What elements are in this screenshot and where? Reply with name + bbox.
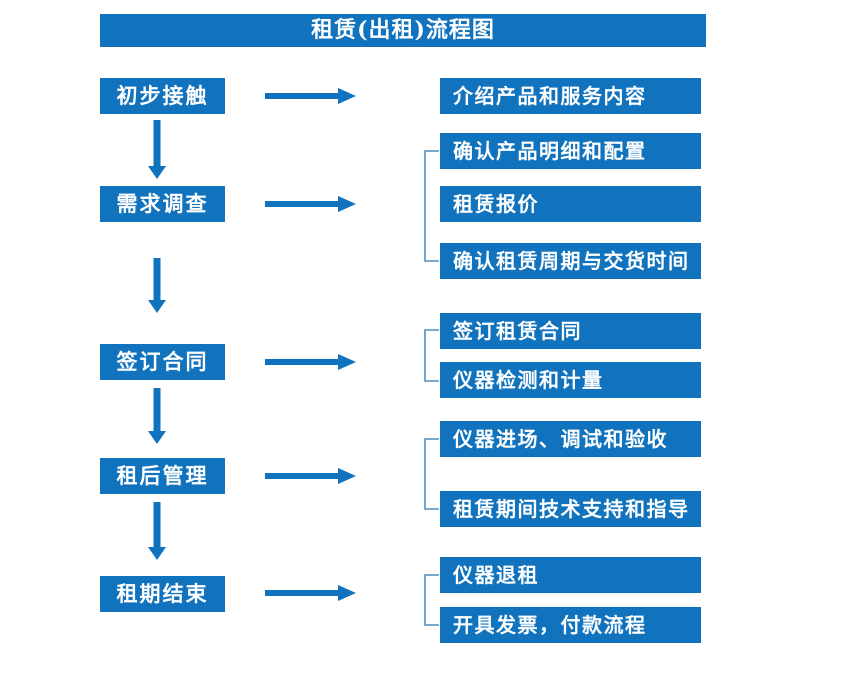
group-bracket: [424, 574, 439, 626]
right-arrow-icon: [265, 354, 356, 370]
step-box-demand-survey: 需求调查: [100, 186, 225, 222]
detail-box: 确认产品明细和配置: [440, 133, 701, 169]
step-box-rental-end: 租期结束: [100, 576, 225, 612]
right-arrow-icon: [265, 196, 356, 212]
step-box-sign-contract: 签订合同: [100, 344, 225, 380]
group-bracket: [424, 150, 439, 262]
detail-box: 租赁报价: [440, 186, 701, 222]
right-arrow-icon: [265, 585, 356, 601]
down-arrow-icon: [148, 258, 166, 313]
step-box-post-rental-mgmt: 租后管理: [100, 458, 225, 494]
right-arrow-icon: [265, 88, 356, 104]
detail-box: 租赁期间技术支持和指导: [440, 491, 701, 527]
down-arrow-icon: [148, 502, 166, 560]
detail-box: 仪器退租: [440, 557, 701, 593]
detail-box: 仪器进场、调试和验收: [440, 421, 701, 457]
group-bracket: [424, 329, 439, 382]
right-arrow-icon: [265, 468, 356, 484]
detail-box: 确认租赁周期与交货时间: [440, 243, 701, 279]
detail-box: 签订租赁合同: [440, 313, 701, 349]
step-box-initial-contact: 初步接触: [100, 78, 225, 114]
group-bracket: [424, 438, 439, 510]
detail-box: 介绍产品和服务内容: [440, 78, 701, 114]
down-arrow-icon: [148, 120, 166, 179]
down-arrow-icon: [148, 388, 166, 444]
detail-box: 开具发票，付款流程: [440, 607, 701, 643]
diagram-title: 租赁(出租)流程图: [100, 14, 706, 47]
detail-box: 仪器检测和计量: [440, 362, 701, 398]
